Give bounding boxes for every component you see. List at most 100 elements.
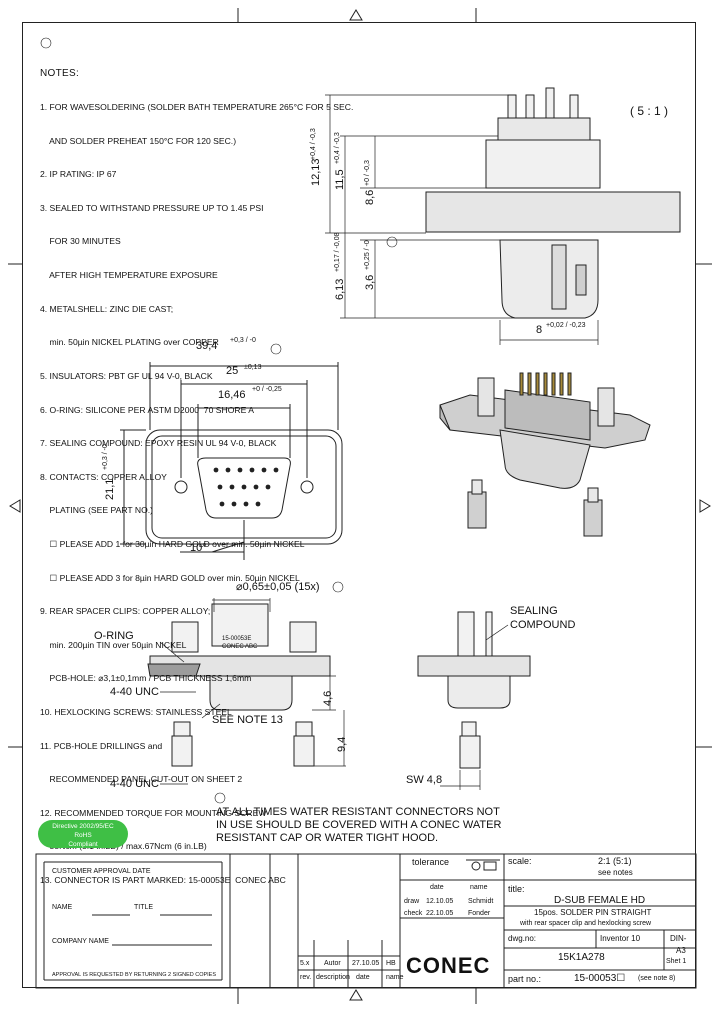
- dim-height-21-tol: +0,3 / -0: [102, 444, 109, 470]
- note-line: 3. SEALED TO WITHSTAND PRESSURE UP TO 1.…: [40, 202, 264, 213]
- row-check: check: [404, 910, 423, 917]
- dim-11-5-tol: +0,4 / -0,3: [334, 132, 341, 164]
- sealing-label-2: COMPOUND: [510, 619, 576, 631]
- dim-3-6: 3,6: [364, 274, 376, 290]
- rohs-line-1: Directive 2002/95/EC: [52, 823, 114, 830]
- note-line: 8. CONTACTS: COPPER ALLOY: [40, 471, 167, 482]
- title-field: TITLE: [134, 904, 154, 911]
- row-draw-name: Schmidt: [468, 898, 494, 905]
- customer-approval: CUSTOMER APPROVAL DATE: [52, 868, 151, 875]
- rev-entry-desc: Autor: [324, 960, 341, 967]
- dim-8-6-tol: +0 / -0,3: [364, 160, 371, 186]
- note-line: ☐ PLEASE ADD 1 for 30µin HARD GOLD over …: [40, 538, 305, 549]
- dim-12-13-tol: +0,4 / -0,3: [310, 128, 317, 160]
- note-line: 11. PCB-HOLE DRILLINGS and: [40, 740, 163, 751]
- dim-width-39-tol: +0,3 / -0: [230, 337, 256, 344]
- dwg-number: 15K1A278: [558, 952, 605, 963]
- row-draw: draw: [404, 898, 420, 905]
- dim-hole-pitch-25-tol: ±0,13: [244, 364, 262, 371]
- dim-width-39: 39,4: [196, 340, 218, 352]
- o-ring-label: O-RING: [94, 630, 134, 642]
- rev-entry-date: 27.10.05: [352, 960, 380, 967]
- company-field: COMPANY NAME: [52, 938, 109, 945]
- note-line: 5. INSULATORS: PBT GF UL 94 V-0, BLACK: [40, 370, 213, 381]
- note-line: ☐ PLEASE ADD 3 for 8µin HARD GOLD over m…: [40, 572, 300, 583]
- rohs-line-2: RoHS: [74, 832, 92, 839]
- scale-label: scale:: [508, 856, 532, 866]
- see-note-label: SEE NOTE 13: [212, 714, 283, 726]
- dim-angle-10: 10°: [190, 542, 207, 554]
- row-check-date: 22.10.05: [426, 910, 454, 917]
- warning-line-2: IN USE SHOULD BE COVERED WITH A CONEC WA…: [216, 819, 502, 831]
- part-label: part no.:: [508, 974, 542, 984]
- note-line: min. 50µin NICKEL PLATING over COPPER: [40, 337, 219, 348]
- dim-3-6-tol: +0,25 / -0: [364, 240, 371, 270]
- dim-11-5: 11,5: [334, 169, 346, 190]
- note-line: 9. REAR SPACER CLIPS: COPPER ALLOY;: [40, 606, 211, 617]
- dwg-label: dwg.no:: [508, 934, 537, 943]
- dim-8-6: 8,6: [364, 189, 376, 205]
- dim-hole-dia: ⌀0,65±0,05 (15x): [236, 581, 320, 593]
- note-line: 7. SEALING COMPOUND: EPOXY RESIN UL 94 V…: [40, 438, 277, 449]
- material-value: see notes: [598, 868, 633, 877]
- dim-shell-16-tol: +0 / -0,25: [252, 386, 282, 393]
- title-line-3: with rear spacer clip and hexlocking scr…: [520, 920, 652, 927]
- rohs-badge: Directive 2002/95/EC RoHS Compliant: [38, 820, 128, 848]
- sheet-number: Shet 1: [666, 958, 687, 965]
- rohs-line-3: Compliant: [68, 841, 98, 848]
- notes-heading: NOTES:: [40, 68, 80, 80]
- note-line: PLATING (SEE PART NO.): [40, 505, 154, 516]
- format-line-1: DIN-: [670, 934, 687, 943]
- dim-8-tol: +0,02 / -0,23: [546, 322, 586, 329]
- dim-4-6: 4,6: [322, 690, 334, 706]
- note-line: 1. FOR WAVESOLDERING (SOLDER BATH TEMPER…: [40, 102, 354, 113]
- dim-8: 8: [536, 324, 543, 336]
- dim-9-4: 9,4: [336, 736, 348, 752]
- dim-6-13-tol: +0,17 / -0,08: [334, 232, 341, 272]
- name-label: name: [386, 974, 404, 981]
- note-line: AFTER HIGH TEMPERATURE EXPOSURE: [40, 270, 218, 281]
- title-line-1: D-SUB FEMALE HD: [554, 895, 646, 906]
- note-line: 10. HEXLOCKING SCREWS: STAINLESS STEEL: [40, 706, 232, 717]
- approval-note: APPROVAL IS REQUESTED BY RETURNING 2 SIG…: [52, 972, 217, 978]
- dim-hole-pitch-25: 25: [226, 365, 239, 377]
- note-line: 13. CONNECTOR IS PART MARKED: 15-00053E …: [40, 875, 286, 886]
- date-header: date: [430, 884, 444, 891]
- note-line: FOR 30 MINUTES: [40, 236, 121, 247]
- part-marking-2: CONEC ABC: [222, 644, 258, 650]
- title-line-2: 15pos. SOLDER PIN STRAIGHT: [534, 908, 652, 917]
- note-line: min. 200µin TIN over 50µin NICKEL: [40, 639, 187, 650]
- dim-height-21: 21,1: [104, 478, 116, 500]
- dim-12-13: 12,13: [310, 158, 322, 186]
- desc-label: description: [316, 974, 350, 981]
- note-line: 6. O-RING: SILICONE PER ASTM D2000 70 SH…: [40, 404, 254, 415]
- dim-shell-16: 16,46: [218, 389, 246, 401]
- note-line: PCB-HOLE: ⌀3,1±0,1mm / PCB THICKNESS 1,6…: [40, 673, 252, 684]
- brand-logo: CONEC: [406, 953, 491, 978]
- dim-6-13: 6,13: [334, 278, 346, 300]
- note-line: 2. IP RATING: IP 67: [40, 169, 117, 180]
- tolerance-label: tolerance: [412, 857, 450, 867]
- warning-line-3: RESISTANT CAP OR WATER TIGHT HOOD.: [216, 832, 439, 844]
- rev-entry-rev: 5.x: [300, 960, 310, 967]
- wrench-size-label: SW 4,8: [406, 774, 443, 786]
- notes-block: NOTES: 1. FOR WAVESOLDERING (SOLDER BATH…: [40, 46, 353, 897]
- sealing-label-1: SEALING: [510, 605, 558, 617]
- title-label: title:: [508, 884, 525, 894]
- rev-entry-name: HB: [386, 960, 396, 967]
- note-line: RECOMMENDED PANEL CUT-OUT ON SHEET 2: [40, 774, 243, 785]
- software-label: Inventor 10: [600, 934, 641, 943]
- note-line: AND SOLDER PREHEAT 150°C FOR 120 SEC.): [40, 135, 237, 146]
- name-header: name: [470, 884, 488, 891]
- unc-label-top: 4-40 UNC: [110, 686, 159, 698]
- rev-label: rev.: [300, 974, 312, 981]
- warning-line-1: AT ALL TIMES WATER RESISTANT CONNECTORS …: [216, 806, 500, 818]
- date-label: date: [356, 974, 370, 981]
- note-line: 4. METALSHELL: ZINC DIE CAST;: [40, 303, 174, 314]
- part-number: 15-00053☐: [574, 973, 626, 984]
- part-marking-1: 15-00053E: [222, 636, 252, 642]
- name-field: NAME: [52, 904, 73, 911]
- format-line-2: A3: [676, 946, 686, 955]
- view-scale-label: ( 5 : 1 ): [630, 104, 669, 118]
